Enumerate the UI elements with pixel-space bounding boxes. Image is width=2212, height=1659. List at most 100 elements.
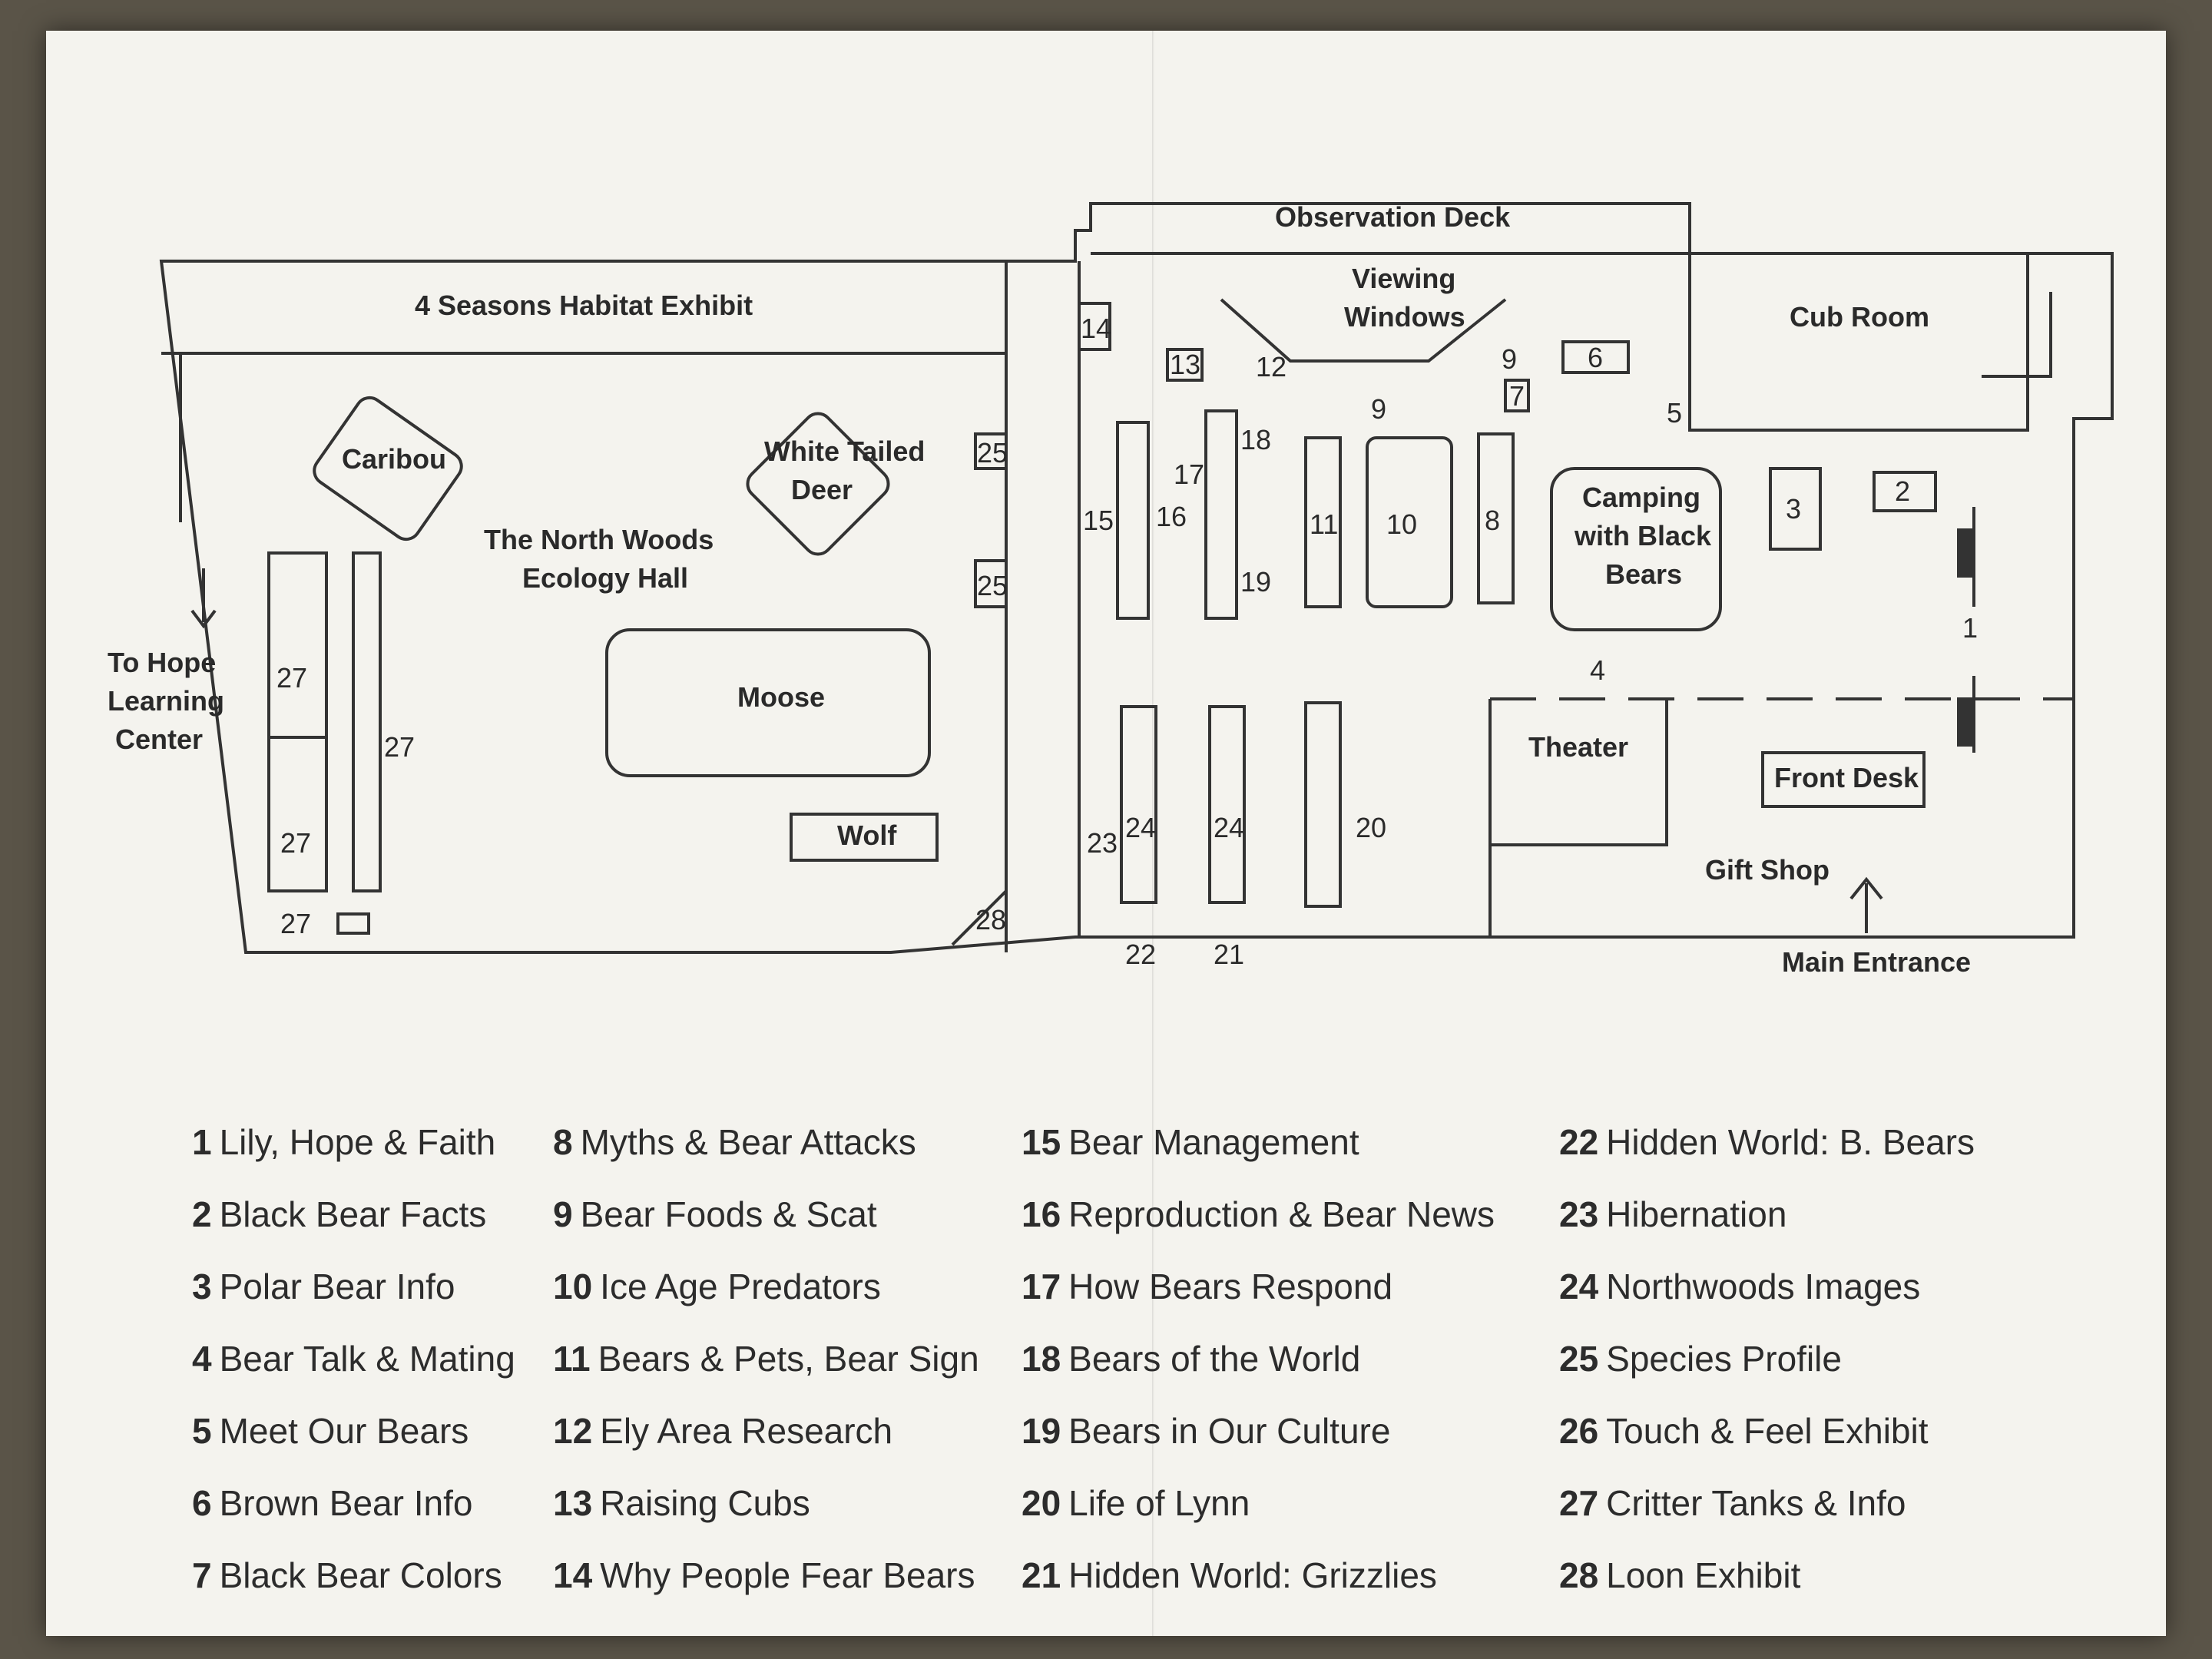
main-entrance-label: Main Entrance bbox=[1782, 946, 1971, 978]
page-fold bbox=[1152, 31, 1154, 1636]
exhibit-21: 21 bbox=[1214, 939, 1244, 970]
exhibit-17: 17 bbox=[1174, 459, 1204, 490]
exhibit-4: 4 bbox=[1590, 654, 1605, 686]
exhibit-20: 20 bbox=[1356, 812, 1386, 843]
exhibit-9-bottom: 9 bbox=[1371, 393, 1386, 425]
camping-label-2: with Black bbox=[1574, 520, 1712, 551]
camping-exhibit bbox=[1550, 467, 1722, 631]
panel-23-24 bbox=[1120, 705, 1157, 904]
panel-15-16 bbox=[1116, 421, 1150, 620]
wolf-enclosure bbox=[790, 813, 939, 862]
hope-arrow bbox=[190, 568, 217, 629]
exhibit-24-left: 24 bbox=[1125, 812, 1156, 843]
exhibit-1: 1 bbox=[1962, 612, 1978, 644]
exhibit-6: 6 bbox=[1588, 342, 1603, 373]
moose-label: Moose bbox=[737, 681, 825, 713]
exhibit-24-right: 24 bbox=[1214, 812, 1244, 843]
deer-label-1: White Tailed bbox=[764, 435, 925, 467]
panel-11 bbox=[1304, 436, 1342, 608]
wolf-label: Wolf bbox=[837, 820, 897, 851]
exhibit-27-c: 27 bbox=[280, 827, 311, 859]
exhibit-27-a: 27 bbox=[276, 662, 307, 694]
hall-label-1: The North Woods bbox=[484, 524, 714, 555]
womens-restroom-icon bbox=[1957, 528, 1975, 578]
mens-restroom-icon bbox=[1957, 697, 1975, 747]
hall-label-2: Ecology Hall bbox=[522, 562, 688, 594]
cub-room-label: Cub Room bbox=[1790, 301, 1929, 333]
camping-label-3: Bears bbox=[1605, 558, 1682, 590]
viewing-windows-wall bbox=[1220, 298, 1507, 363]
viewing-windows-label-1: Viewing bbox=[1352, 263, 1455, 294]
exhibit-10: 10 bbox=[1386, 508, 1417, 540]
exhibit-27-b: 27 bbox=[384, 731, 415, 763]
critter-tank-left bbox=[267, 551, 328, 892]
exhibit-25-top: 25 bbox=[977, 437, 1008, 469]
exhibit-13: 13 bbox=[1170, 349, 1200, 380]
exhibit-9-right: 9 bbox=[1502, 343, 1517, 375]
panel-17-19 bbox=[1204, 409, 1238, 620]
hope-label-2: Learning bbox=[108, 685, 224, 717]
exhibit-7: 7 bbox=[1509, 380, 1525, 412]
exhibit-2: 2 bbox=[1895, 475, 1910, 507]
deer-label-2: Deer bbox=[791, 474, 853, 505]
exhibit-15: 15 bbox=[1083, 505, 1114, 536]
hope-label-1: To Hope bbox=[108, 647, 216, 678]
front-desk bbox=[1761, 751, 1926, 808]
caribou-enclosure bbox=[313, 396, 463, 541]
exhibit-22: 22 bbox=[1125, 939, 1156, 970]
hope-label-3: Center bbox=[115, 724, 203, 755]
exhibit-28: 28 bbox=[975, 904, 1006, 935]
exhibit-8: 8 bbox=[1485, 505, 1500, 536]
critter-tank-right bbox=[352, 551, 382, 892]
exhibit-23: 23 bbox=[1087, 827, 1118, 859]
exhibit-25-bottom: 25 bbox=[977, 570, 1008, 601]
exhibit-16: 16 bbox=[1156, 501, 1187, 532]
camping-label-1: Camping bbox=[1582, 482, 1700, 513]
exhibit-18: 18 bbox=[1240, 424, 1271, 455]
cub-room-wall bbox=[1688, 253, 2029, 432]
moose-enclosure bbox=[605, 628, 931, 777]
front-desk-label: Front Desk bbox=[1774, 762, 1919, 793]
exhibit-14: 14 bbox=[1081, 313, 1111, 344]
deer-enclosure bbox=[746, 412, 890, 556]
theater-wall bbox=[1488, 699, 1668, 937]
floor-plan-map: Observation Deck 4 Seasons Habitat Exhib… bbox=[108, 201, 2114, 978]
building-outline bbox=[159, 202, 2114, 954]
caribou-label: Caribou bbox=[342, 443, 446, 475]
gift-shop-label: Gift Shop bbox=[1705, 854, 1830, 886]
viewing-windows-label-2: Windows bbox=[1344, 301, 1465, 333]
theater-label: Theater bbox=[1528, 731, 1628, 763]
exhibit-27-d: 27 bbox=[280, 908, 311, 939]
exhibit-19: 19 bbox=[1240, 566, 1271, 598]
